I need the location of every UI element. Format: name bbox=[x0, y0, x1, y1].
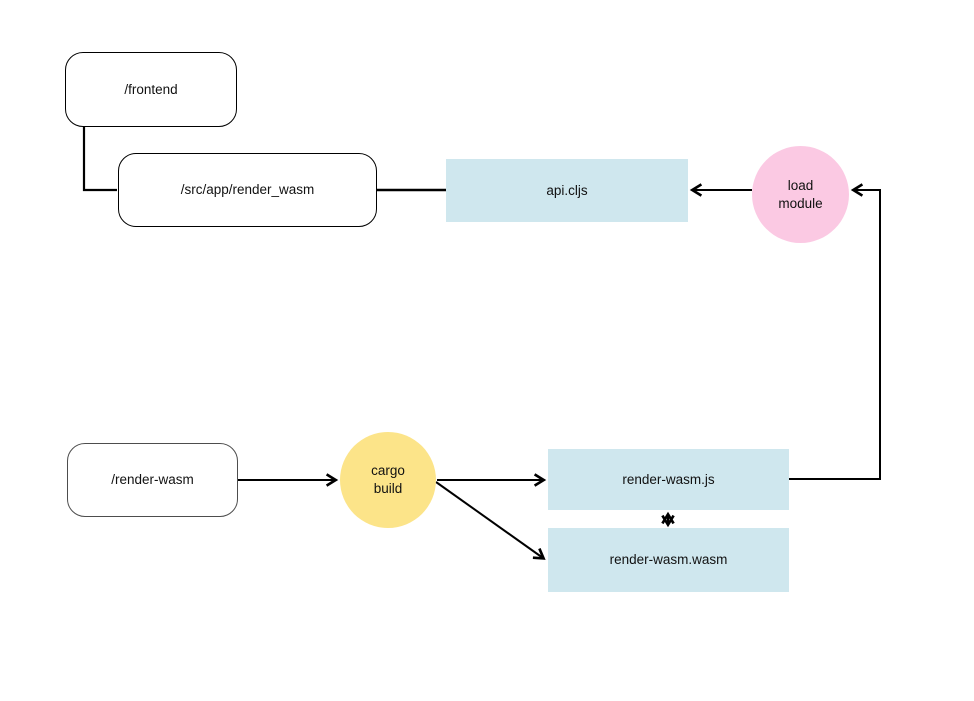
edge-cargobuild-to-renderwasmwasm bbox=[435, 481, 546, 560]
node-render-wasm-wasm-label: render-wasm.wasm bbox=[609, 552, 728, 568]
node-api-cljs: api.cljs bbox=[446, 159, 688, 222]
node-render-wasm-js: render-wasm.js bbox=[548, 449, 789, 510]
node-src-app-render-wasm: /src/app/render_wasm bbox=[118, 153, 377, 227]
node-load-module-label: load module bbox=[778, 177, 823, 211]
node-src-app-render-wasm-label: /src/app/render_wasm bbox=[180, 182, 315, 198]
node-render-wasm-wasm: render-wasm.wasm bbox=[548, 528, 789, 592]
node-frontend: /frontend bbox=[65, 52, 237, 127]
edge-frontend-to-src bbox=[82, 127, 117, 192]
node-render-wasm-dir: /render-wasm bbox=[67, 443, 238, 517]
node-render-wasm-dir-label: /render-wasm bbox=[111, 472, 194, 488]
node-load-module: load module bbox=[752, 146, 849, 243]
node-cargo-build-label: cargo build bbox=[371, 463, 405, 496]
node-frontend-label: /frontend bbox=[124, 81, 178, 97]
node-render-wasm-js-label: render-wasm.js bbox=[622, 471, 715, 487]
node-api-cljs-label: api.cljs bbox=[546, 182, 588, 198]
node-cargo-build: cargo build bbox=[340, 432, 436, 528]
